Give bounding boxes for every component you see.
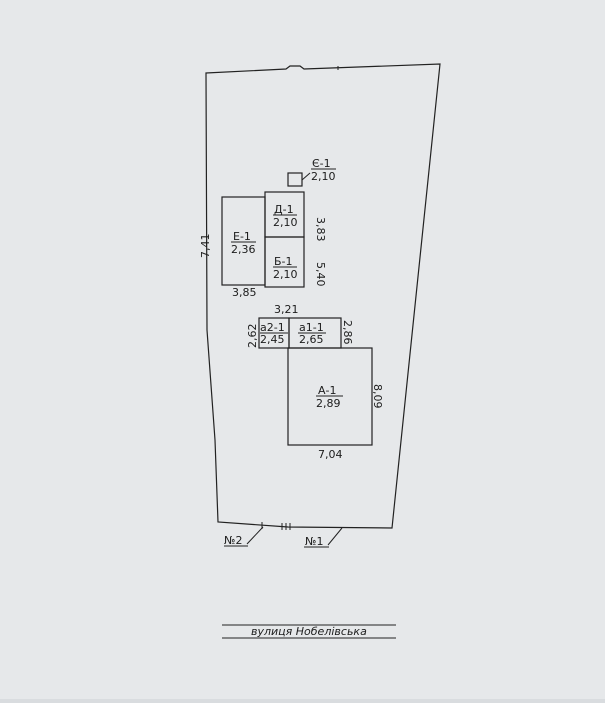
entrance-no2-leader [246, 526, 264, 545]
building-b1-height: 2,10 [273, 268, 298, 281]
building-ye1 [221, 196, 266, 286]
dim-ye-side: 7,41 [199, 234, 212, 259]
building-a1-code: А-1 [318, 384, 337, 397]
dim-d-side: 3,83 [314, 217, 327, 242]
entrance-no2-label: №2 [224, 534, 242, 547]
entrance-no1-label: №1 [305, 535, 323, 548]
dim-a-side: 8,09 [371, 384, 384, 409]
building-e1-leader [301, 172, 311, 181]
building-a21-height: 2,45 [260, 333, 285, 346]
dim-a-bottom: 7,04 [318, 448, 343, 461]
building-a1-height: 2,89 [316, 397, 341, 410]
building-a1 [287, 347, 373, 446]
dim-b-side: 5,40 [314, 262, 327, 287]
building-a11-code: а1-1 [299, 321, 324, 334]
street-name: вулиця Нобелівська [251, 625, 367, 638]
building-e1-code: Є-1 [312, 157, 331, 170]
building-d1-height: 2,10 [273, 216, 298, 229]
plot-boundary [205, 63, 441, 529]
building-a11-height: 2,65 [299, 333, 324, 346]
building-a21-code: а2-1 [260, 321, 285, 334]
entrance-no1-leader [327, 527, 343, 546]
dim-ye-bottom: 3,85 [232, 286, 257, 299]
building-ye1-code: Е-1 [233, 230, 251, 243]
building-d1-code: Д-1 [274, 203, 294, 216]
dim-b-bottom: 3,21 [274, 303, 299, 316]
dim-a2-side: 2,62 [246, 324, 259, 349]
dim-a1-side: 2,86 [341, 320, 354, 345]
building-ye1-height: 2,36 [231, 243, 256, 256]
building-e1-height: 2,10 [311, 170, 336, 183]
building-b1-code: Б-1 [274, 255, 293, 268]
